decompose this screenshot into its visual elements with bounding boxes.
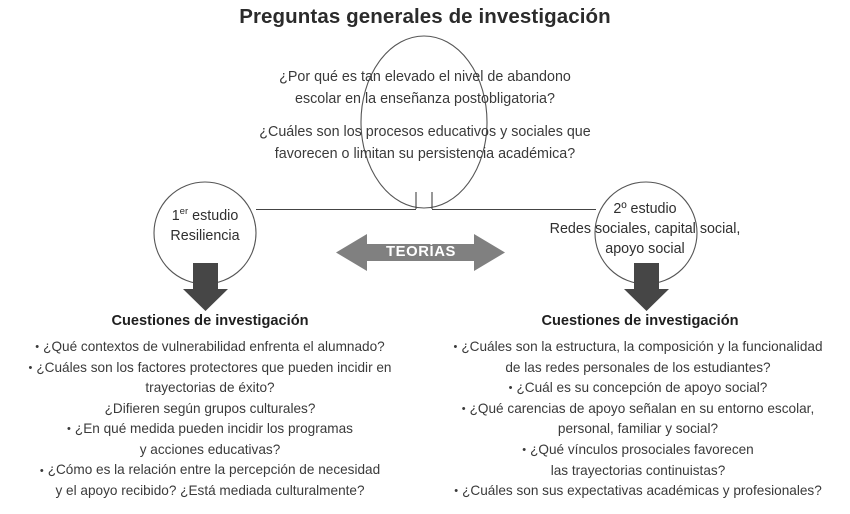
page-title: Preguntas generales de investigación — [239, 5, 611, 28]
left-study-topic: Resiliencia — [170, 228, 240, 244]
question-text: ¿Qué carencias de apoyo señalan en su en… — [469, 400, 815, 416]
right-questions-heading: Cuestiones de investigación — [541, 313, 739, 329]
left-questions-heading: Cuestiones de investigación — [111, 313, 309, 329]
question-line: •¿Cuál es su concepción de apoyo social? — [432, 378, 844, 399]
bullet-icon: • — [454, 485, 459, 498]
question-text: trayectorias de éxito? — [145, 380, 275, 396]
left-study-ordinal-suffix: er — [179, 206, 189, 218]
bullet-icon: • — [461, 402, 466, 415]
question-line: •¿Qué carencias de apoyo señalan en su e… — [432, 399, 844, 420]
theories-arrow-label: TEORÍAS — [386, 244, 456, 260]
central-question-line: ¿Cuáles son los procesos educativos y so… — [259, 124, 591, 140]
list-item: •¿Cómo es la relación entre la percepció… — [10, 460, 410, 501]
question-text: las trayectorias continuistas? — [550, 462, 726, 478]
central-question-line: favorecen o limitan su persistencia acad… — [274, 146, 576, 162]
question-text: ¿Cuáles son los factores protectores que… — [36, 359, 392, 375]
question-text: ¿Cómo es la relación entre la percepción… — [47, 462, 381, 478]
right-study-label: 2º estudio Redes sociales, capital socia… — [520, 199, 770, 259]
question-line: •¿En qué medida pueden incidir los progr… — [10, 419, 410, 440]
central-question-block: ¿Por qué es tan elevado el nivel de aban… — [245, 66, 605, 165]
question-text: ¿Cuáles son la estructura, la composició… — [461, 339, 823, 354]
bullet-icon: • — [453, 341, 458, 354]
question-line: •¿Cuáles son los factores protectores qu… — [10, 358, 410, 379]
central-question-2: ¿Cuáles son los procesos educativos y so… — [245, 121, 605, 165]
question-text: ¿Cuál es su concepción de apoyo social? — [516, 380, 768, 396]
list-item: •¿Cuáles son sus expectativas académicas… — [432, 481, 844, 502]
question-text: y el apoyo recibido? ¿Está mediada cultu… — [55, 483, 365, 499]
question-line: personal, familiar y social? — [432, 419, 844, 440]
question-text: de las redes personales de los estudiant… — [505, 359, 771, 375]
question-line: y acciones educativas? — [10, 440, 410, 461]
list-item: •¿Qué contextos de vulnerabilidad enfren… — [10, 337, 410, 358]
list-item: •¿En qué medida pueden incidir los progr… — [10, 419, 410, 460]
list-item: •¿Qué carencias de apoyo señalan en su e… — [432, 399, 844, 440]
question-line: •¿Cuáles son la estructura, la composici… — [432, 337, 844, 358]
question-line: trayectorias de éxito? — [10, 378, 410, 399]
question-line: •¿Qué vínculos prosociales favorecen — [432, 440, 844, 461]
question-line: las trayectorias continuistas? — [432, 461, 844, 482]
list-item: •¿Cuáles son los factores protectores qu… — [10, 358, 410, 420]
right-study-name: 2º estudio — [613, 201, 677, 217]
right-study-topic-line-1: Redes sociales, capital social, — [549, 221, 741, 237]
question-text: ¿Qué contextos de vulnerabilidad enfrent… — [43, 339, 385, 354]
list-item: •¿Cuáles son la estructura, la composici… — [432, 337, 844, 378]
question-line: •¿Qué contextos de vulnerabilidad enfren… — [10, 337, 410, 358]
bullet-icon: • — [508, 382, 513, 395]
question-text: ¿En qué medida pueden incidir los progra… — [74, 421, 353, 437]
bullet-icon: • — [522, 444, 527, 457]
right-study-topic-line-2: apoyo social — [605, 241, 685, 257]
central-question-1: ¿Por qué es tan elevado el nivel de aban… — [245, 66, 605, 110]
question-line: de las redes personales de los estudiant… — [432, 358, 844, 379]
question-line: •¿Cómo es la relación entre la percepció… — [10, 460, 410, 481]
question-line: y el apoyo recibido? ¿Está mediada cultu… — [10, 481, 410, 502]
left-study-name: 1er estudio — [171, 206, 239, 224]
bullet-icon: • — [28, 361, 33, 374]
left-questions-list: •¿Qué contextos de vulnerabilidad enfren… — [10, 337, 410, 502]
right-questions-list: •¿Cuáles son la estructura, la composici… — [432, 337, 844, 502]
left-study-label: 1er estudio Resiliencia — [125, 206, 285, 246]
central-question-line: escolar en la enseñanza postobligatoria? — [295, 91, 555, 107]
question-text: personal, familiar y social? — [557, 421, 719, 437]
question-text: ¿Difieren según grupos culturales? — [104, 400, 316, 416]
central-question-line: ¿Por qué es tan elevado el nivel de aban… — [279, 69, 571, 85]
question-line: •¿Cuáles son sus expectativas académicas… — [432, 481, 844, 502]
question-text: ¿Qué vínculos prosociales favorecen — [530, 441, 754, 457]
list-item: •¿Cuál es su concepción de apoyo social? — [432, 378, 844, 399]
question-line: ¿Difieren según grupos culturales? — [10, 399, 410, 420]
question-text: y acciones educativas? — [139, 441, 281, 457]
bullet-icon: • — [35, 341, 40, 354]
right-down-arrow — [624, 263, 669, 311]
bullet-icon: • — [67, 423, 71, 436]
left-down-arrow — [183, 263, 228, 311]
bullet-icon: • — [39, 464, 44, 477]
question-text: ¿Cuáles son sus expectativas académicas … — [462, 483, 822, 499]
